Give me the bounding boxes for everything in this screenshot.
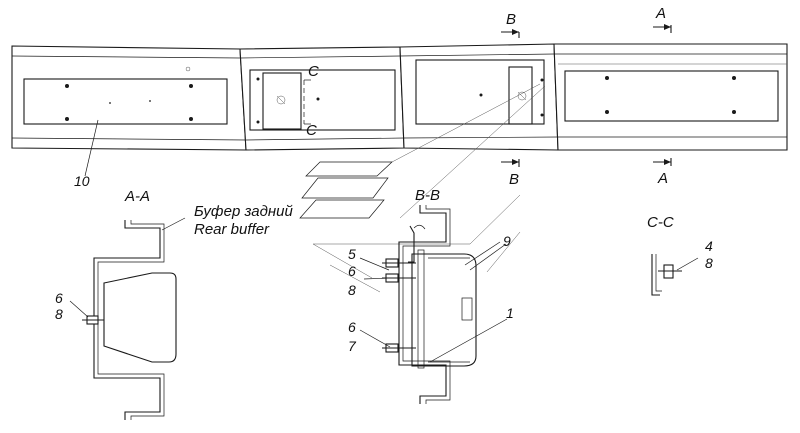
section-label-b-b: B-B — [415, 187, 440, 204]
callout-aa-8: 8 — [55, 306, 63, 322]
cut-marker-b-top: B — [506, 11, 516, 28]
perspective-plates — [299, 83, 546, 293]
section-label-c-c: C-C — [647, 214, 674, 231]
cut-marker-b-bottom: B — [509, 171, 519, 188]
cut-marks-a — [653, 24, 672, 166]
callout-bb-5: 5 — [348, 246, 356, 262]
buffer-segment-4 — [553, 43, 788, 151]
callout-cc-4: 4 — [705, 238, 713, 254]
section-c-c — [651, 254, 699, 296]
buffer-segment-2 — [239, 46, 405, 151]
buffer-segment-3 — [399, 43, 559, 151]
cut-marker-a-bottom: A — [657, 170, 668, 187]
cut-line-c — [303, 79, 311, 125]
callout-bb-8: 8 — [348, 282, 356, 298]
cut-marker-c-bottom: C — [306, 122, 317, 139]
callout-cc-8: 8 — [705, 255, 713, 271]
callout-10: 10 — [74, 173, 90, 189]
cut-marker-a-top: A — [655, 5, 666, 22]
buffer-segment-1 — [11, 45, 247, 151]
buffer-top-view — [11, 24, 788, 177]
callout-bb-6a: 6 — [348, 263, 356, 279]
buffer-label-en: Rear buffer — [194, 221, 270, 238]
section-label-a-a: A-A — [124, 188, 150, 205]
cut-marks-b — [501, 29, 520, 167]
callout-bb-6b: 6 — [348, 319, 356, 335]
callout-bb-1: 1 — [506, 305, 514, 321]
cut-marker-c-top: C — [308, 63, 319, 80]
section-b-b — [359, 205, 508, 404]
labels: A-A B-B C-C B A B A C C Буфер задний Rea… — [55, 5, 713, 354]
section-a-a — [69, 217, 186, 420]
callout-bb-9: 9 — [503, 233, 511, 249]
callout-aa-6: 6 — [55, 290, 63, 306]
callout-bb-7: 7 — [348, 338, 357, 354]
buffer-label-ru: Буфер задний — [194, 203, 294, 220]
